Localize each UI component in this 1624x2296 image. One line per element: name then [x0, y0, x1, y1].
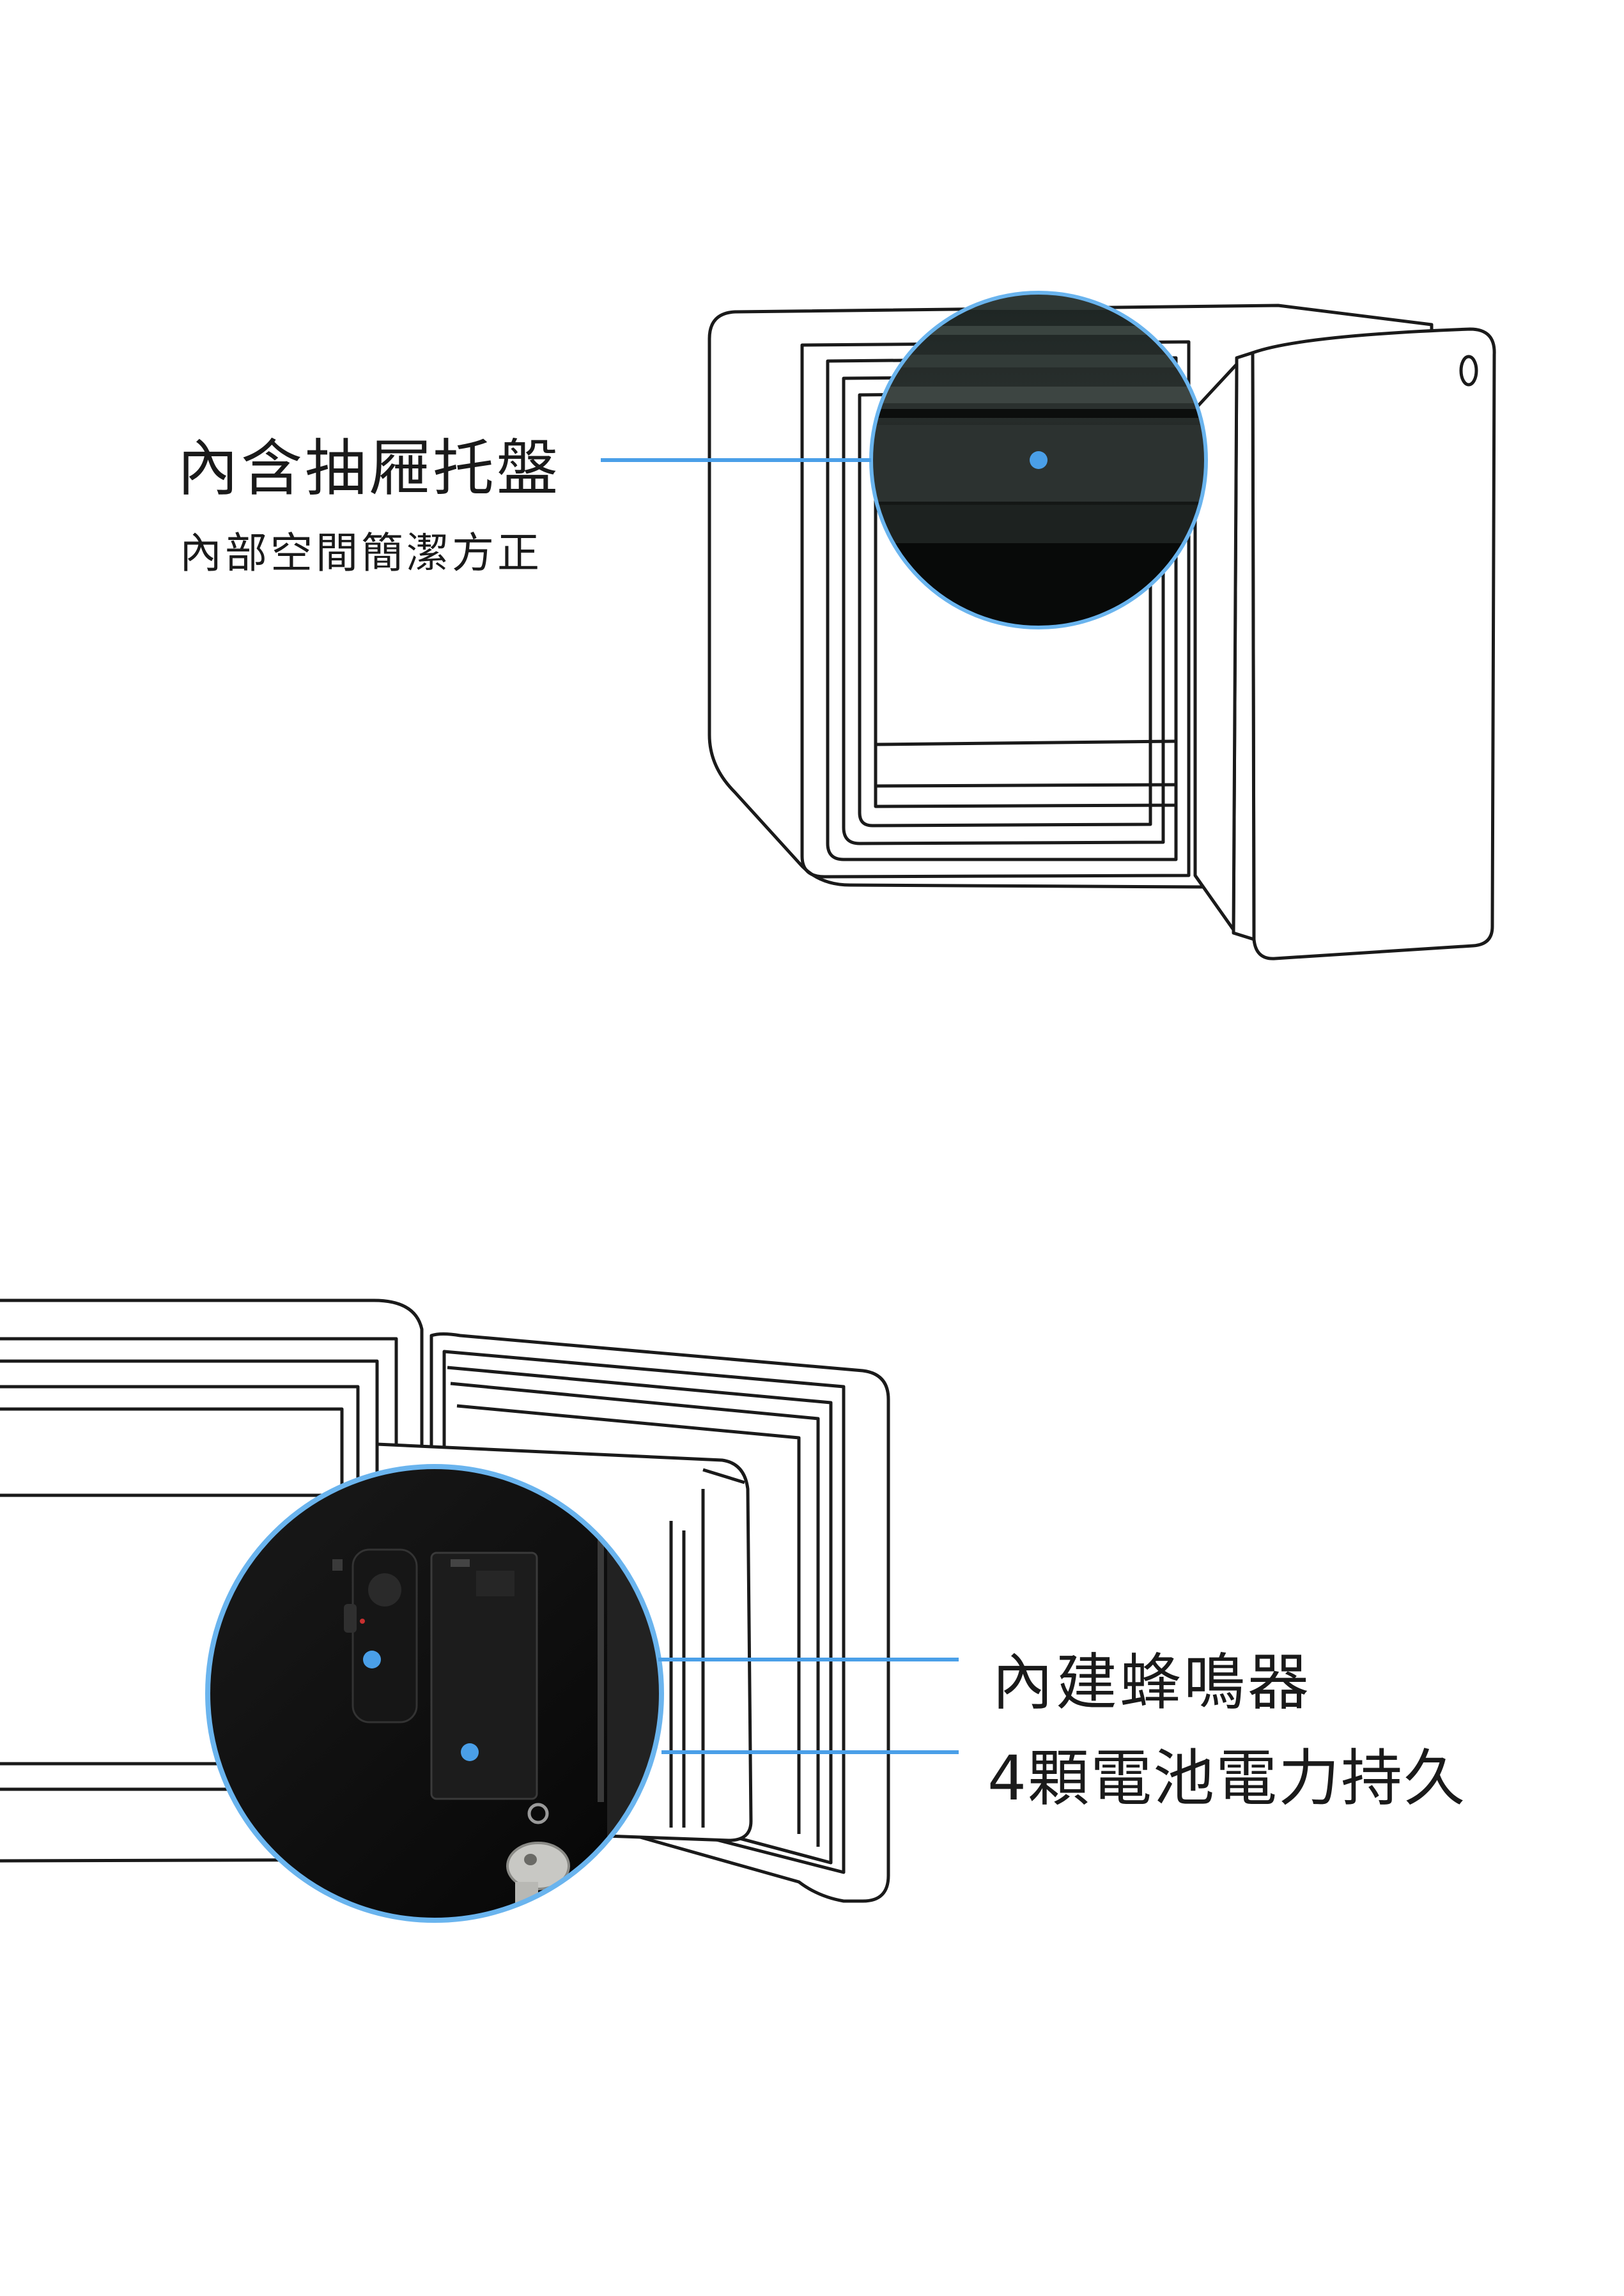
marker-dot-drawer: [1030, 451, 1048, 469]
drawer-feature-title: 內含抽屜托盤: [177, 433, 561, 504]
buzzer-device: [332, 1548, 418, 1723]
battery-box: [430, 1552, 538, 1800]
zoom-circle-drawer: [869, 291, 1208, 629]
zoom-circle-buzzer-battery: [205, 1464, 664, 1923]
drawer-feature-subtitle: 內部空間簡潔方正: [180, 528, 543, 578]
marker-dot-battery: [461, 1743, 479, 1761]
battery-feature-label: 4顆電池電力持久: [987, 1743, 1467, 1814]
marker-dot-buzzer: [363, 1651, 381, 1668]
buzzer-feature-label: 內建蜂鳴器: [992, 1647, 1311, 1718]
